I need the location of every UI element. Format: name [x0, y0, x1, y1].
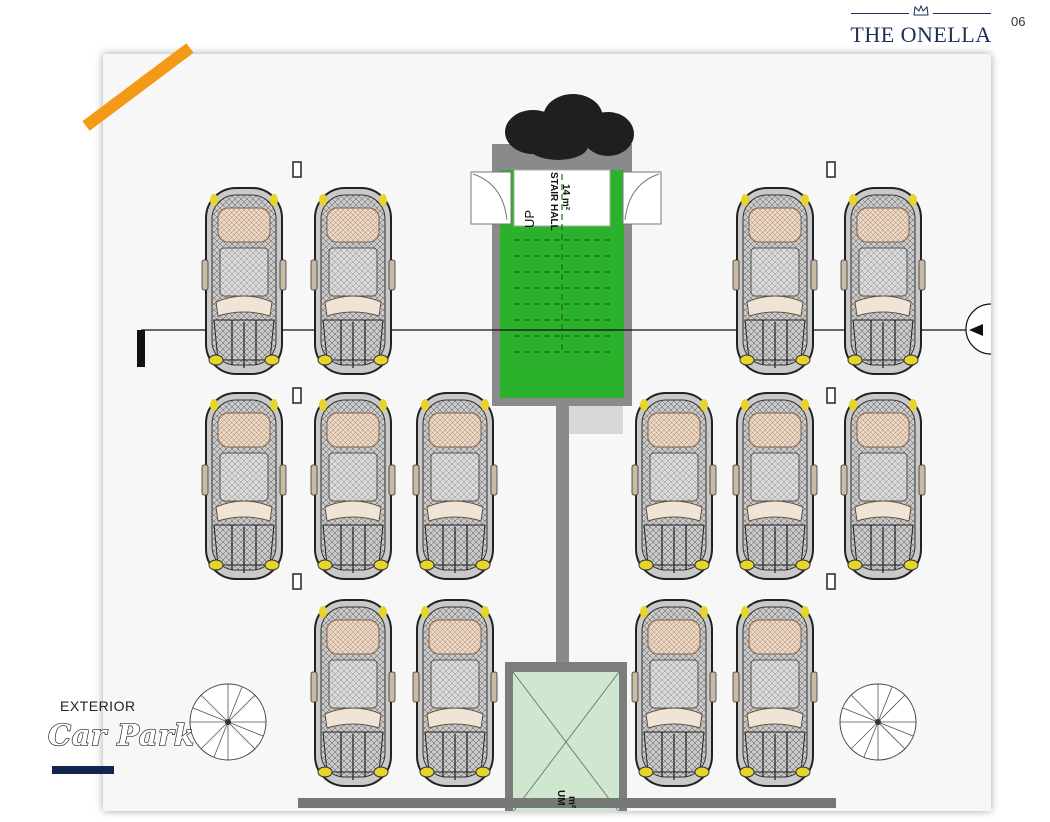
stair-treads — [514, 174, 610, 354]
section-title-underline — [52, 766, 114, 774]
tree-icon — [839, 683, 917, 761]
brand-rule-right — [933, 13, 991, 14]
bottom-wall — [298, 798, 836, 808]
floor-plan-drawing: STAIR HALL 14 m² UP UM m² — [137, 94, 991, 811]
stair-up-label: UP — [522, 210, 537, 228]
lower-room-area: m² — [566, 796, 577, 809]
corridor-wall — [556, 406, 569, 664]
stair-door-right — [622, 171, 662, 225]
stair-hall-label: STAIR HALL — [548, 172, 559, 231]
parking-space — [732, 599, 818, 787]
parking-space — [732, 392, 818, 580]
stair-hall-area: 14 m² — [560, 184, 571, 211]
parking-space — [201, 187, 287, 375]
parking-space — [840, 187, 926, 375]
floor-plan: STAIR HALL 14 m² UP UM m² — [103, 54, 991, 811]
parking-space — [310, 187, 396, 375]
planter-icon — [505, 94, 634, 160]
accent-strip — [82, 43, 194, 131]
crown-icon — [913, 4, 929, 16]
parking-markers — [292, 161, 836, 590]
parking-space — [310, 599, 396, 787]
tree-icon — [189, 683, 267, 761]
brand-rule-left — [851, 13, 909, 14]
parking-space — [732, 187, 818, 375]
section-title: Car Park — [47, 717, 195, 752]
section-marker-left — [137, 330, 145, 367]
parking-space — [631, 392, 717, 580]
parking-space — [840, 392, 926, 580]
parking-space — [631, 599, 717, 787]
parking-space — [412, 599, 498, 787]
stair-door-left — [470, 171, 512, 225]
parking-space — [201, 392, 287, 580]
parking-space — [412, 392, 498, 580]
parking-space — [310, 392, 396, 580]
brand-name: THE ONELLA — [850, 22, 992, 47]
brand-logo: THE ONELLA — [846, 4, 996, 50]
page-number: 06 — [1011, 14, 1026, 29]
lower-room-label: UM — [555, 790, 566, 806]
section-subtitle: EXTERIOR — [60, 698, 136, 714]
